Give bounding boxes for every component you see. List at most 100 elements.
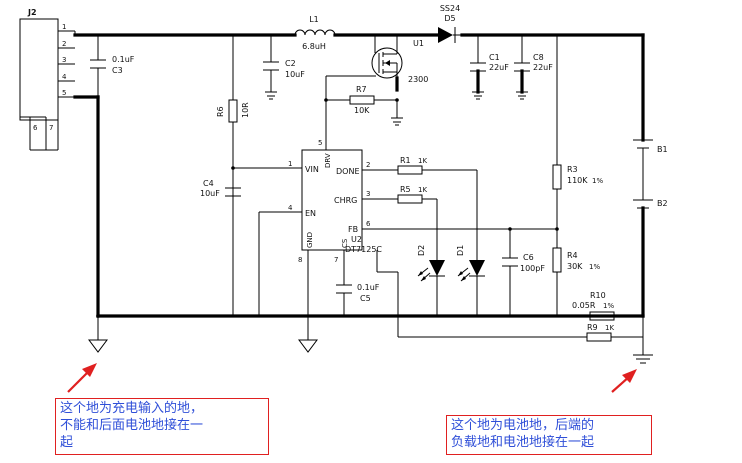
led-d2: D2: [417, 245, 445, 282]
inductor-l1: L1 6.8uH: [294, 15, 336, 51]
led-d1: D1: [456, 245, 485, 282]
r4-tol: 1%: [589, 263, 600, 271]
c3-ref: C3: [112, 66, 123, 75]
r10-tol: 1%: [603, 302, 614, 310]
note-battery-ground: 这个地为电池地，后端的 负载地和电池地接在一起: [446, 415, 652, 455]
note-left-line-3: 起: [60, 435, 74, 450]
diode-d5: SS24 D5: [438, 4, 462, 43]
ground-symbol-input: [88, 339, 108, 353]
r10-value: 0.05R: [572, 301, 596, 310]
d5-ref: D5: [444, 14, 455, 23]
r7-ref: R7: [356, 85, 367, 94]
u2-pin5-num: 5: [318, 139, 322, 147]
r6-ref: R6: [216, 106, 225, 117]
r1-value: 1K: [418, 157, 427, 165]
capacitor-c8: C8 22uF: [514, 53, 553, 72]
c1-ref: C1: [489, 53, 500, 62]
l1-value: 6.8uH: [302, 42, 326, 51]
capacitor-c4: C4 10uF: [200, 179, 241, 198]
b2-ref: B2: [657, 199, 668, 208]
note-right-line-1: 这个地为电池地，后端的: [451, 418, 595, 433]
l1-ref: L1: [309, 15, 319, 24]
note-right-line-2: 负载地和电池地接在一起: [451, 435, 595, 450]
r7-value: 10K: [354, 106, 370, 115]
arrow-left: [67, 363, 97, 393]
battery-b1-b2: B1 B2: [633, 139, 668, 209]
c5-ref: C5: [360, 294, 371, 303]
j2-pin-5: 5: [62, 89, 66, 97]
resistor-r4: R4 30K 1%: [552, 247, 600, 273]
r3-ref: R3: [567, 165, 578, 174]
c4-value: 10uF: [200, 189, 220, 198]
u2-pin8-num: 8: [298, 256, 302, 264]
arrow-right: [611, 369, 637, 393]
resistor-r6: R6 10R: [216, 99, 250, 123]
r4-ref: R4: [567, 251, 578, 260]
note-input-ground: 这个地为充电输入的地， 不能和后面电池地接在一 起: [55, 398, 269, 455]
resistor-r9: R9 1K: [586, 323, 614, 342]
r1-ref: R1: [400, 156, 411, 165]
u2-pin3-num: 3: [366, 190, 370, 198]
j2-pin-4: 4: [62, 73, 67, 81]
j2-pin-1: 1: [62, 23, 66, 31]
b1-ref: B1: [657, 145, 668, 154]
resistor-r10: R10 0.05R 1%: [572, 291, 615, 321]
j2-pin-7: 7: [49, 124, 53, 132]
c8-value: 22uF: [533, 63, 553, 72]
u2-pin7-num: 7: [334, 256, 338, 264]
d1-ref: D1: [456, 245, 465, 256]
d5-value: SS24: [440, 4, 460, 13]
capacitor-c6: C6 100pF: [502, 253, 545, 273]
u1-ref: U1: [413, 39, 424, 48]
u2-pin7-name: CS: [341, 238, 349, 248]
ic-u2: 1 VIN 2 DONE 3 CHRG 4 EN 5 DRV 6 FB 7 CS…: [288, 139, 382, 264]
r9-value: 1K: [605, 324, 614, 332]
c8-ref: C8: [533, 53, 544, 62]
j2-pin-2: 2: [62, 40, 66, 48]
r6-value: 10R: [241, 102, 250, 118]
r3-value: 110K: [567, 176, 588, 185]
c5-value: 0.1uF: [357, 283, 380, 292]
capacitor-c2: C2 10uF: [263, 59, 305, 79]
wires: [57, 31, 645, 355]
d2-ref: D2: [417, 245, 426, 256]
u2-pin8-name: GND: [306, 232, 314, 248]
ground-symbol-battery: [633, 354, 653, 364]
capacitor-c3: 0.1uF C3: [90, 55, 135, 75]
j2-pin-6: 6: [33, 124, 38, 132]
u2-pin2-num: 2: [366, 161, 370, 169]
c6-value: 100pF: [520, 264, 545, 273]
note-left-line-1: 这个地为充电输入的地，: [60, 401, 204, 416]
r3-tol: 1%: [592, 177, 603, 185]
c4-ref: C4: [203, 179, 214, 188]
r10-ref: R10: [590, 291, 606, 300]
connector-j2: J2 1 2 3 4 5 6 7: [19, 8, 75, 151]
resistor-r1: R1 1K: [397, 156, 427, 175]
ground-symbol-ic: [298, 339, 318, 353]
note-left-line-2: 不能和后面电池地接在一: [60, 418, 204, 433]
mosfet-u1: U1 2300: [371, 39, 428, 84]
cap-ground-symbols: [265, 91, 528, 126]
u2-pin6-name: FB: [348, 225, 358, 234]
r9-ref: R9: [587, 323, 598, 332]
r5-ref: R5: [400, 185, 411, 194]
u2-pin2-name: DONE: [336, 167, 360, 176]
resistor-r5: R5 1K: [397, 185, 427, 204]
j2-pin-3: 3: [62, 56, 66, 64]
resistor-r3: R3 110K 1%: [552, 164, 603, 190]
j2-ref: J2: [27, 8, 37, 17]
r4-value: 30K: [567, 262, 583, 271]
r5-value: 1K: [418, 186, 427, 194]
u2-ref: U2: [351, 235, 362, 244]
u2-pin5-name: DRV: [324, 153, 332, 168]
c2-value: 10uF: [285, 70, 305, 79]
u2-pin4-num: 4: [288, 204, 293, 212]
u2-pin6-num: 6: [366, 220, 371, 228]
u2-pin4-name: EN: [305, 209, 316, 218]
u2-pin1-name: VIN: [305, 165, 319, 174]
c2-ref: C2: [285, 59, 296, 68]
u1-value: 2300: [408, 75, 428, 84]
resistor-r7: R7 10K: [349, 85, 375, 115]
u2-pin1-num: 1: [288, 160, 292, 168]
